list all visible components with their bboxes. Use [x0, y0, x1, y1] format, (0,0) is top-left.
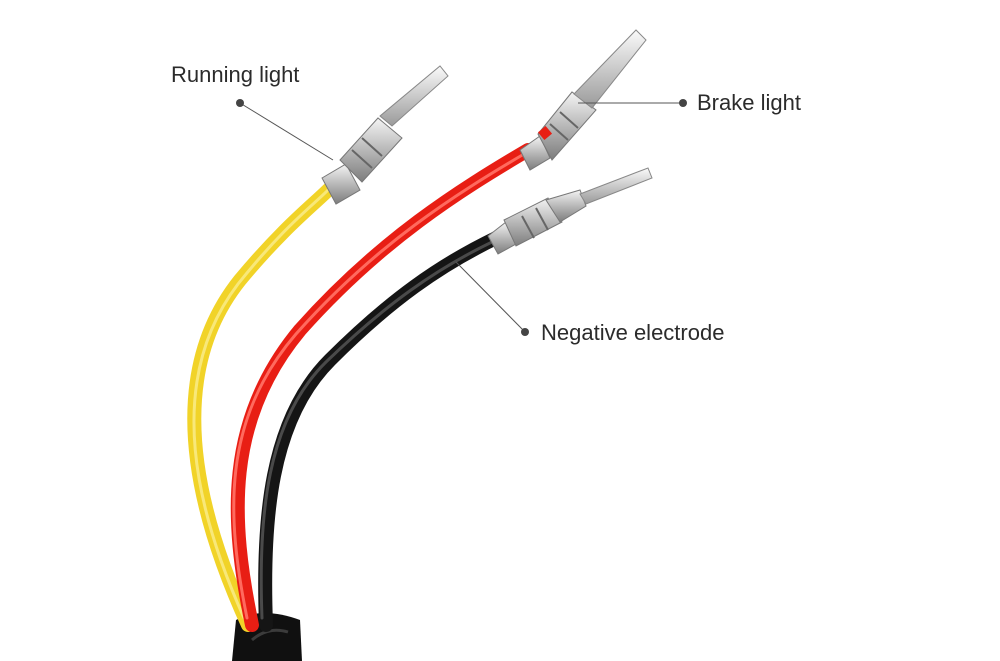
red-wire	[230, 143, 535, 632]
brake-light-terminal	[519, 29, 647, 171]
brake-light-label: Brake light	[697, 90, 801, 115]
brake-light-dot	[679, 99, 687, 107]
running-light-terminal	[321, 65, 449, 205]
running-light-leader	[239, 102, 334, 161]
negative-electrode-dot	[521, 328, 529, 336]
black-wire	[258, 231, 503, 632]
running-light-label: Running light	[171, 62, 300, 87]
negative-electrode-leader	[455, 261, 526, 333]
running-light-dot	[236, 99, 244, 107]
negative-electrode-terminal	[487, 167, 653, 255]
negative-electrode-label: Negative electrode	[541, 320, 725, 345]
